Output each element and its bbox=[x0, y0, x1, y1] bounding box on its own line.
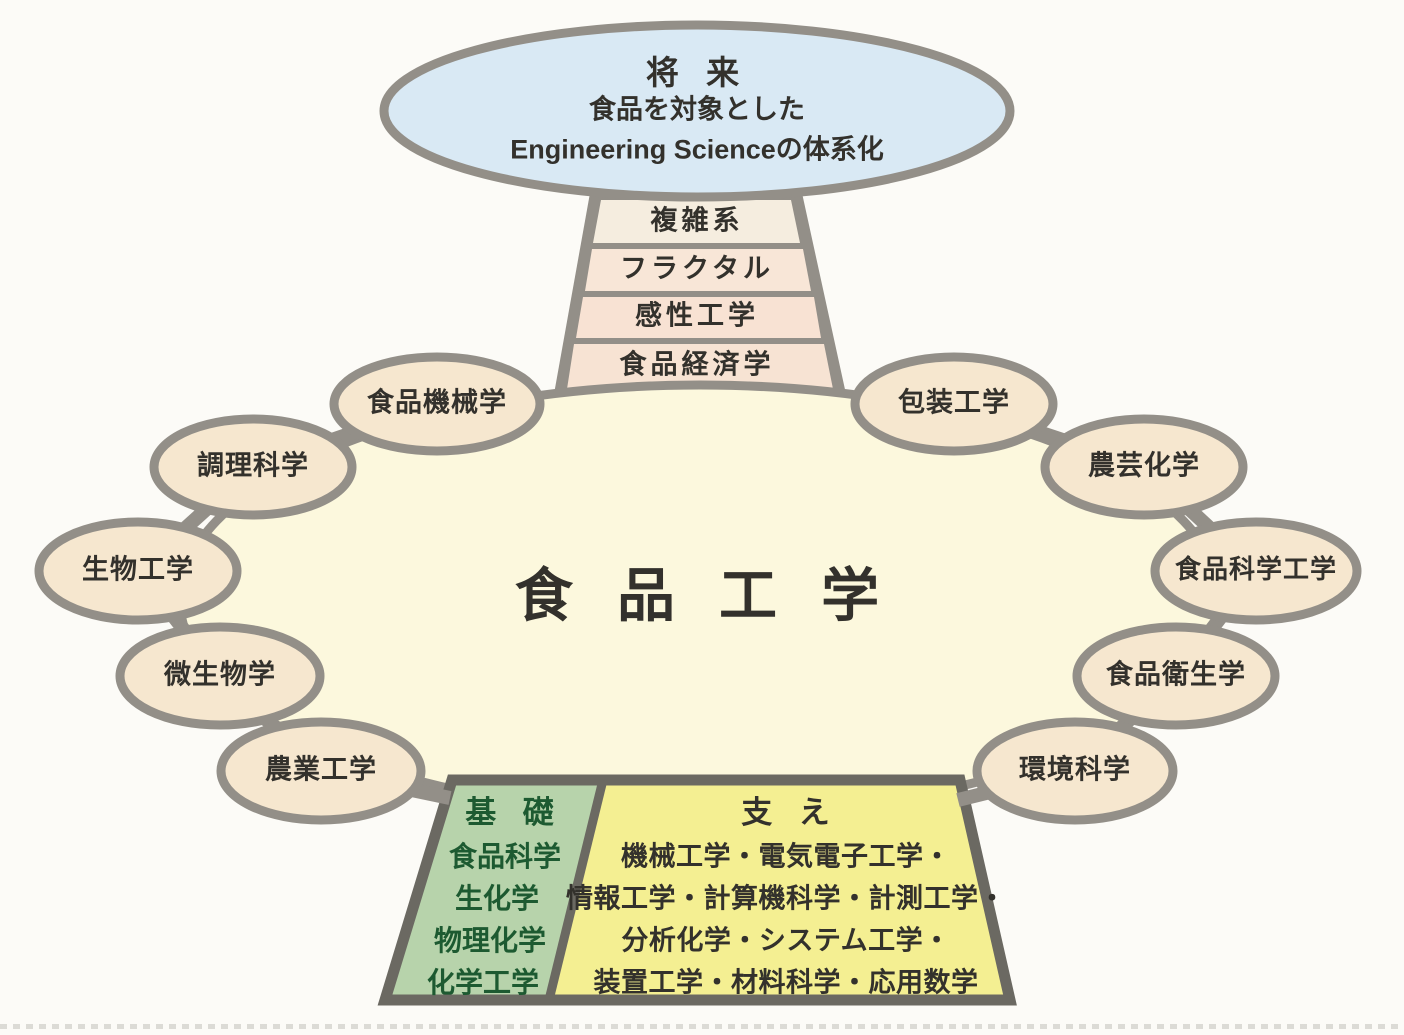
support-line-2: 情報工学・計算機科学・計測工学・ bbox=[566, 883, 1006, 914]
trapezoid-border bbox=[377, 774, 1017, 1006]
future-heading: 将 来 bbox=[645, 54, 749, 92]
foundation-heading: 基 礎 bbox=[465, 795, 563, 831]
support-line-4: 装置工学・材料科学・応用数学 bbox=[593, 967, 979, 998]
future-line1: 食品を対象とした bbox=[589, 94, 805, 125]
pedestal-band-1 bbox=[593, 200, 800, 243]
pedestal-band-4 bbox=[567, 344, 833, 389]
label-agricultural-engineering: 農業工学 bbox=[265, 754, 377, 785]
label-microbiology: 微生物学 bbox=[164, 659, 276, 690]
support-line-3: 分析化学・システム工学・ bbox=[621, 925, 951, 956]
support-area bbox=[549, 780, 1010, 1000]
foundation-item-food-science: 食品科学 bbox=[448, 840, 562, 872]
label-food-machinery: 食品機械学 bbox=[367, 387, 507, 418]
support-line-1: 機械工学・電気電子工学・ bbox=[621, 841, 951, 872]
oval-environmental-science bbox=[972, 717, 1178, 825]
label-bioengineering: 生物工学 bbox=[82, 554, 194, 585]
pedestal-label-food-economics: 食品経済学 bbox=[619, 349, 775, 380]
support-heading: 支 え bbox=[741, 795, 839, 831]
oval-food-machinery bbox=[329, 352, 545, 456]
future-line2: Engineering Scienceの体系化 bbox=[510, 134, 884, 165]
oval-food-hygiene bbox=[1072, 622, 1280, 730]
oval-packaging-engineering bbox=[850, 352, 1058, 456]
foundation-support-divider bbox=[544, 778, 608, 1002]
satellite-ovals bbox=[34, 352, 1362, 825]
pedestal-label-kansei-engineering: 感性工学 bbox=[635, 300, 759, 331]
foundation-item-biochemistry: 生化学 bbox=[454, 882, 540, 914]
oval-bioengineering bbox=[34, 517, 242, 625]
label-food-hygiene: 食品衛生学 bbox=[1106, 659, 1246, 690]
foundation-item-chemical-engineering: 化学工学 bbox=[426, 966, 540, 998]
pedestal-label-fractal: フラクタル bbox=[620, 253, 774, 284]
label-environmental-science: 環境科学 bbox=[1019, 754, 1131, 785]
label-cooking-science: 調理科学 bbox=[197, 450, 309, 481]
label-packaging-engineering: 包装工学 bbox=[898, 387, 1010, 418]
center-title: 食 品 工 学 bbox=[514, 563, 894, 629]
future-ellipse bbox=[379, 20, 1015, 202]
pedestal-frame bbox=[554, 193, 846, 394]
scan-noise-artifact bbox=[0, 1024, 1404, 1029]
pedestal-column bbox=[554, 193, 846, 394]
oval-agricultural-chemistry bbox=[1040, 414, 1248, 520]
base-trapezoid bbox=[377, 774, 1017, 1006]
oval-microbiology bbox=[115, 622, 325, 730]
pedestal-band-3 bbox=[576, 297, 821, 338]
oval-agricultural-engineering bbox=[216, 717, 426, 825]
label-food-science-engineering: 食品科学工学 bbox=[1174, 554, 1338, 585]
foundation-item-physical-chemistry: 物理化学 bbox=[433, 924, 547, 956]
oval-cooking-science bbox=[149, 414, 357, 520]
pedestal-band-2 bbox=[585, 249, 811, 291]
label-agricultural-chemistry: 農芸化学 bbox=[1088, 450, 1200, 481]
oval-food-science-engineering bbox=[1150, 517, 1362, 625]
pedestal-label-complex-systems: 複雑系 bbox=[650, 205, 744, 236]
